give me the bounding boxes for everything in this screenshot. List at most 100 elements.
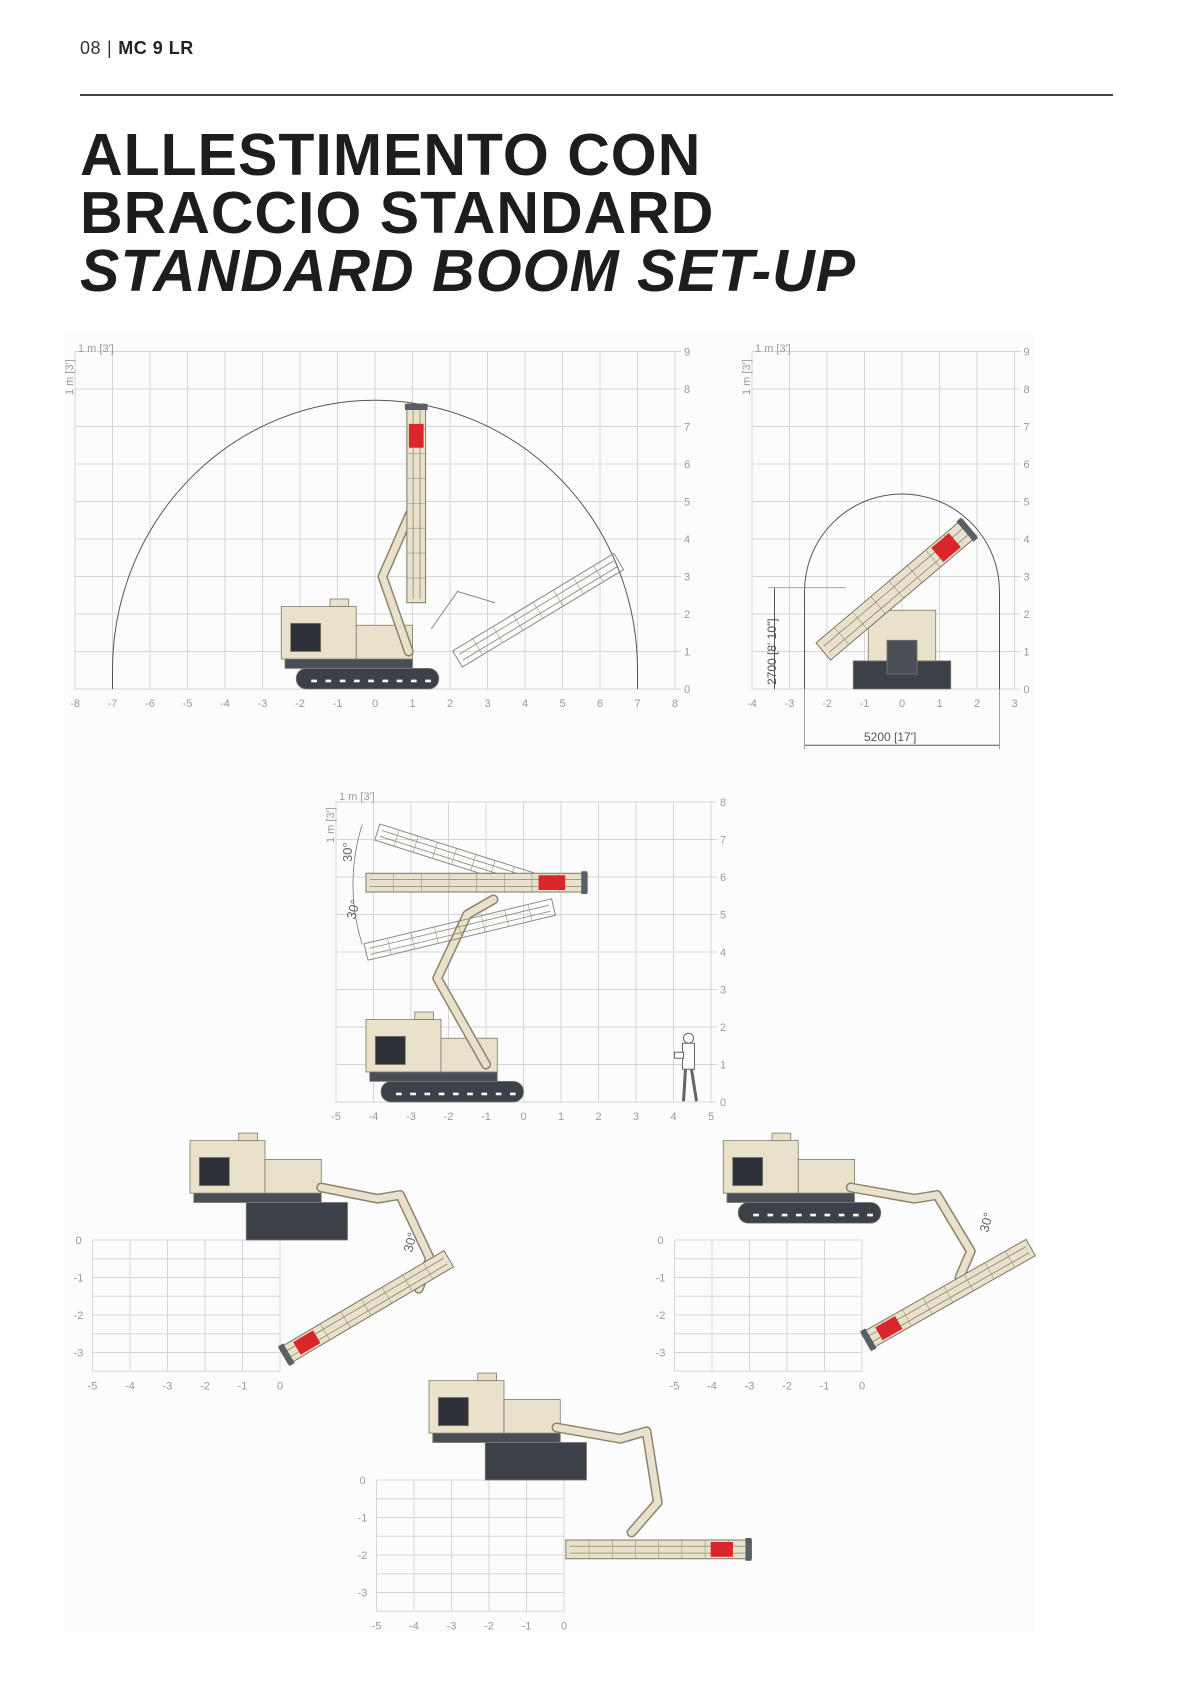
feed-beam-ghost	[363, 898, 557, 961]
track-roller	[853, 1213, 859, 1217]
x-tick-label: 4	[522, 698, 528, 710]
y-tick-label: 3	[1023, 572, 1029, 584]
feed-rib	[504, 909, 509, 927]
dimension-height: 2700 [8' 10"]	[765, 618, 779, 685]
feed-rib	[533, 602, 544, 619]
x-tick-label: -4	[409, 1620, 419, 1632]
dimension-width: 5200 [17']	[864, 730, 916, 744]
feed-rib	[480, 915, 486, 933]
x-tick-label: -1	[481, 1111, 491, 1123]
track-roller	[838, 1213, 845, 1217]
x-tick-label: 2	[974, 698, 980, 710]
y-tick-label: 6	[1023, 459, 1029, 471]
y-tick-label: 0	[75, 1235, 81, 1247]
track-roller	[810, 1213, 816, 1217]
feed-beam	[815, 517, 979, 661]
x-tick-label: 7	[634, 698, 640, 710]
angle-label-down: 30°	[343, 898, 363, 921]
y-tick-label: 5	[684, 497, 690, 509]
feed-rib	[434, 926, 439, 944]
tunnel-profile	[804, 493, 1000, 689]
x-tick-label: 6	[597, 698, 603, 710]
track-roller	[411, 679, 417, 683]
rock-drill-hammer	[710, 1542, 733, 1557]
y-tick-label: -3	[74, 1348, 84, 1360]
feed-beam	[565, 1538, 752, 1561]
x-tick-label: -2	[484, 1620, 494, 1632]
boom-arm	[847, 1184, 975, 1281]
x-tick-label: -1	[860, 698, 870, 710]
x-tick-label: -1	[820, 1380, 830, 1392]
page-title: ALLESTIMENTO CON BRACCIO STANDARD STANDA…	[80, 126, 857, 304]
feed-rib	[472, 638, 483, 655]
feed-rib	[553, 589, 564, 607]
x-tick-label: -3	[785, 698, 795, 710]
x-tick-label: -3	[745, 1380, 755, 1392]
x-tick-label: -3	[258, 698, 268, 710]
y-tick-label: 0	[720, 1097, 726, 1109]
y-tick-label: 7	[1023, 422, 1029, 434]
feed-end-cap	[404, 404, 428, 410]
y-tick-label: 3	[684, 572, 690, 584]
y-tick-label: 7	[720, 835, 726, 847]
track-roller	[481, 1092, 488, 1096]
drill-rig	[189, 1132, 348, 1241]
feed-rib	[423, 1262, 434, 1280]
y-tick-label: 0	[657, 1235, 663, 1247]
x-tick-label: -4	[747, 698, 757, 710]
rock-drill-hammer	[538, 875, 566, 890]
x-tick-label: 1	[558, 1111, 564, 1123]
stabilizer-base	[484, 1442, 587, 1481]
radiator-grille	[374, 1035, 406, 1065]
rock-drill-hammer	[293, 1330, 321, 1355]
y-tick-label: 6	[720, 872, 726, 884]
radiator-grille	[290, 622, 322, 652]
x-tick-label: 1	[936, 698, 942, 710]
title-line-3: STANDARD BOOM SET-UP	[80, 238, 857, 304]
y-tick-label: 2	[684, 609, 690, 621]
feed-rib	[393, 829, 400, 847]
track-roller	[354, 679, 360, 683]
crawler-track	[737, 1202, 882, 1224]
angle-label: 30°	[400, 1231, 420, 1254]
feed-end-cap	[277, 1343, 295, 1367]
y-tick-label: 4	[684, 534, 690, 546]
feed-end-cap	[581, 871, 588, 894]
grid	[92, 1239, 281, 1372]
exhaust	[414, 1011, 434, 1020]
y-tick-label: 4	[720, 947, 726, 959]
feed-rib	[319, 1323, 331, 1341]
operator-leg	[690, 1069, 698, 1102]
track-roller	[867, 1213, 873, 1217]
feed-rib	[340, 1311, 351, 1328]
x-tick-label: 4	[670, 1111, 676, 1123]
track-roller	[824, 1213, 831, 1217]
scale-label-vertical: 1 m [3']	[325, 807, 337, 843]
x-tick-label: -4	[707, 1380, 717, 1392]
scale-label-vertical: 1 m [3']	[64, 359, 76, 395]
track-roller	[325, 679, 332, 683]
track-roller	[796, 1213, 802, 1217]
feed-beam-ghost	[451, 552, 625, 668]
feed-end-cap	[860, 1328, 877, 1352]
y-tick-label: 0	[1023, 684, 1029, 696]
feed-rib	[451, 848, 457, 865]
track-roller	[753, 1213, 759, 1217]
feed-rib	[852, 611, 868, 630]
x-tick-label: -2	[200, 1380, 210, 1392]
feed-beam	[404, 403, 428, 604]
rock-drill-hammer	[931, 533, 961, 563]
grid	[674, 1239, 863, 1372]
x-tick-label: -5	[88, 1380, 98, 1392]
scale-label-vertical: 1 m [3']	[741, 359, 753, 395]
grid	[376, 1479, 565, 1612]
track-roller	[438, 1092, 445, 1096]
feed-rib	[963, 1274, 974, 1291]
rear-deck	[503, 1398, 561, 1434]
track-roller	[781, 1213, 788, 1217]
x-tick-label: -3	[406, 1111, 416, 1123]
